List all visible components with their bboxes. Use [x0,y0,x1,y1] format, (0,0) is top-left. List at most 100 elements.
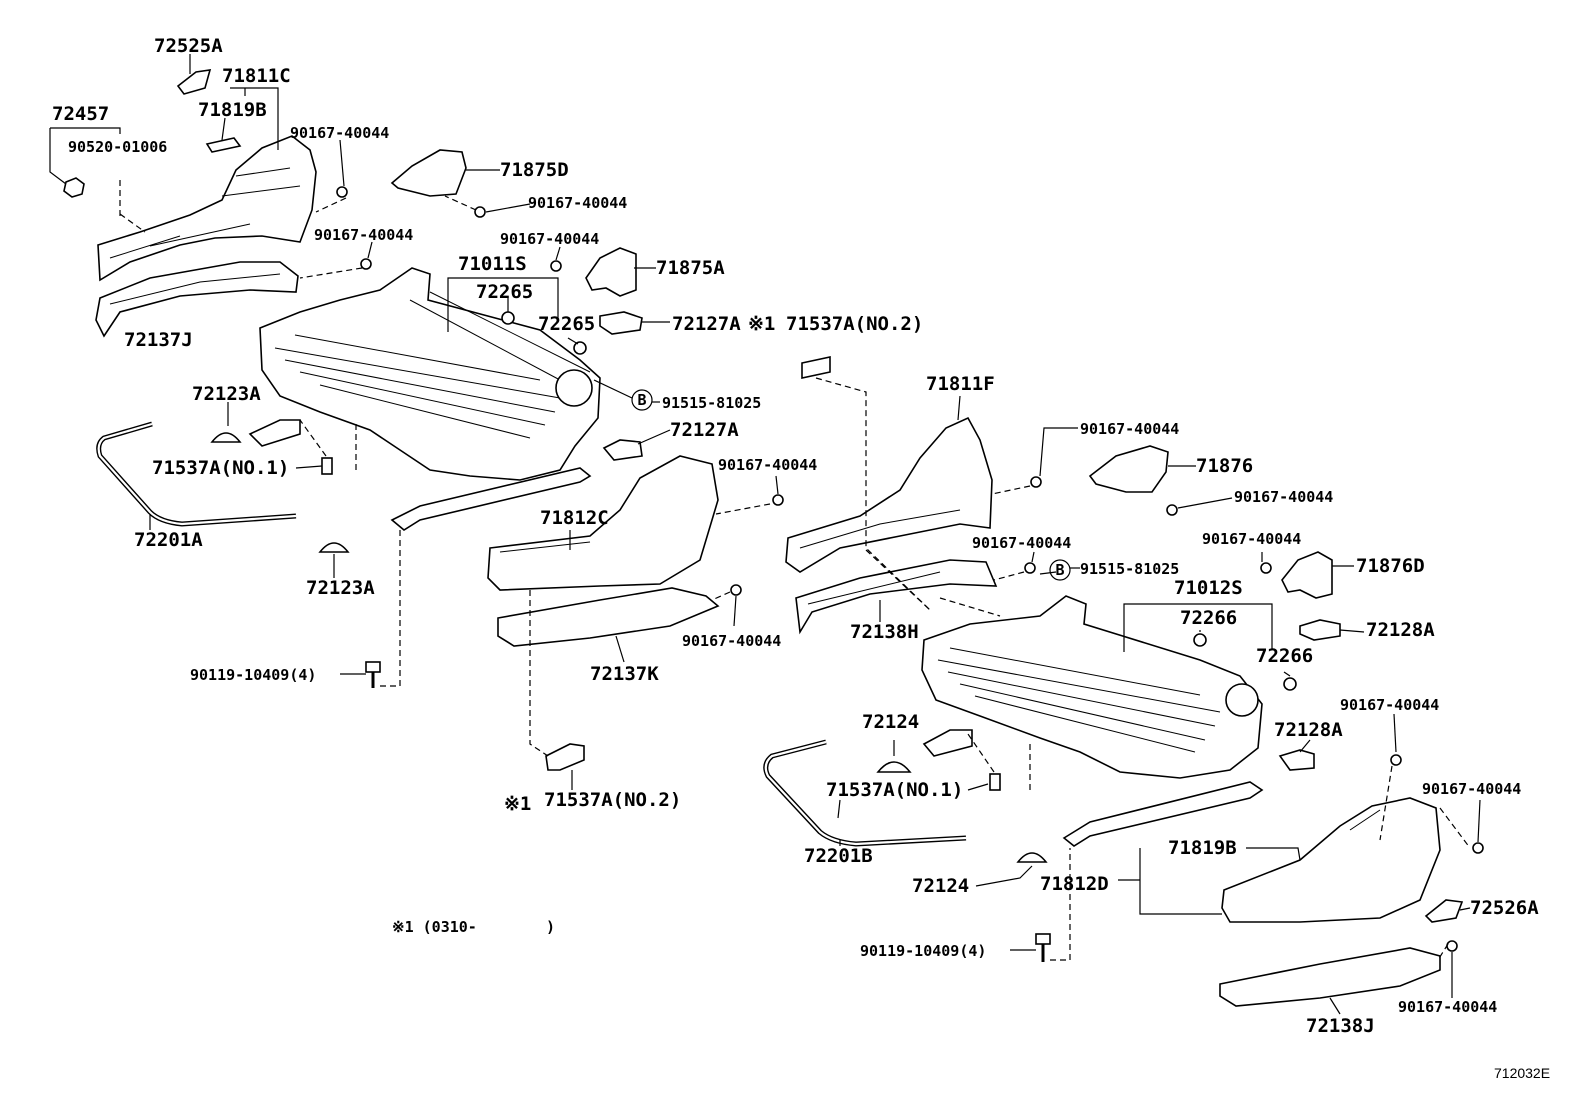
label-71819b-left: 71819B [198,99,267,121]
part-72127a-clip-top [599,311,643,335]
label-90167-e: 90167-40044 [718,456,817,474]
recliner-knob-left [555,369,593,407]
part-71812d-armrest [1221,797,1441,923]
label-90167-f: 90167-40044 [1080,420,1179,438]
label-90167-b: 90167-40044 [528,194,627,212]
label-90167-d: 90167-40044 [500,230,599,248]
label-71876d: 71876D [1356,555,1425,577]
part-72124-cap-lower [1016,852,1048,863]
label-71537a-no1-left: 71537A(NO.1) [152,457,289,479]
part-71812c-armrest [487,455,719,591]
seat-frame-right [921,595,1263,779]
footnote-mark-lower: ※1 [504,793,531,815]
label-71819b-right: 71819B [1168,837,1237,859]
label-72124-upper: 72124 [862,711,919,733]
part-72138h-cover [795,559,998,635]
part-72128a-clip-lower [1278,749,1315,771]
label-71875d: 71875D [500,159,569,181]
part-72124-cap-upper [876,761,912,773]
label-90167-h: 90167-40044 [972,534,1071,552]
label-72123a-upper: 72123A [192,383,261,405]
part-72457-nut [63,177,85,198]
label-90167-m: 90167-40044 [1398,998,1497,1016]
label-72137k: 72137K [590,663,659,685]
label-71812c: 71812C [540,507,609,529]
label-72138h: 72138H [850,621,919,643]
label-90167-k: 90167-40044 [1340,696,1439,714]
svg-text:B: B [1055,561,1064,579]
label-72127a-top: 72127A [672,313,741,335]
label-72266-a: 72266 [1180,607,1237,629]
label-90167-a: 90167-40044 [290,124,389,142]
seat-rail-left [390,467,592,531]
bolt-90119-left [365,661,381,688]
recliner-knob-right [1225,683,1259,717]
screw-markers [336,186,1484,952]
part-72526a-clip [1424,899,1464,923]
part-72137k-cover [497,587,720,647]
svg-text:B: B [637,391,646,409]
diagram-ref-code: 712032E [1494,1065,1550,1081]
label-71812d: 71812D [1040,873,1109,895]
label-90167-l: 90167-40044 [1422,780,1521,798]
part-71537a-no1-pad-left [321,457,333,475]
part-71875a-cover [585,247,637,297]
part-71811f-shield [785,416,993,573]
leader-lines [49,54,1481,1015]
label-72127a: 72127A [670,419,739,441]
label-71811f: 71811F [926,373,995,395]
footnote-close: ) [546,918,555,936]
label-72138j: 72138J [1306,1015,1375,1037]
label-90520-01006: 90520-01006 [68,138,167,156]
reference-marker-b-right: B [1049,559,1071,581]
part-labels: 72525A 71811C 72457 71819B 90520-01006 9… [52,35,1550,1081]
label-91515-a: 91515-81025 [662,394,761,412]
label-72201b: 72201B [804,845,873,867]
label-90119-right: 90119-10409(4) [860,942,986,960]
label-72457: 72457 [52,103,109,125]
label-90167-j: 90167-40044 [682,632,781,650]
label-91515-b: 91515-81025 [1080,560,1179,578]
part-71876-cover [1088,445,1169,493]
label-71537a-no2-top: 71537A(NO.2) [786,313,923,335]
seat-rail-left-rear [248,419,301,447]
part-71811c-shield [97,135,317,282]
part-72127a-clip [602,439,643,461]
label-72128a-upper: 72128A [1366,619,1435,641]
part-72123a-cap-lower [318,542,350,553]
label-71537a-no2-lower: 71537A(NO.2) [544,789,681,811]
part-71537a-no1-pad-right [989,773,1001,791]
label-72266-b: 72266 [1256,645,1313,667]
seat-rail-right [1062,781,1264,847]
label-71875a: 71875A [656,257,725,279]
label-72265-b: 72265 [538,313,595,335]
label-71011s: 71011S [458,253,527,275]
bolt-90119-right [1035,933,1051,962]
label-90167-i: 90167-40044 [1202,530,1301,548]
part-71876d-cover [1281,551,1333,599]
label-72124-lower: 72124 [912,875,969,897]
part-72137j-cover [95,261,299,338]
seat-frame-left [259,267,601,481]
part-71819b-pad [205,137,242,153]
label-72265-a: 72265 [476,281,533,303]
label-71811c: 71811C [222,65,291,87]
label-90167-g: 90167-40044 [1234,488,1333,506]
label-72123a-lower: 72123A [306,577,375,599]
label-72137j: 72137J [124,329,193,351]
label-90167-c: 90167-40044 [314,226,413,244]
part-72128a-clip-upper [1299,619,1341,641]
reference-marker-b-left: B [631,389,653,411]
label-90119-left: 90119-10409(4) [190,666,316,684]
label-72128a-lower: 72128A [1274,719,1343,741]
part-72123a-cap-upper [210,432,242,443]
seat-rail-right-rear [922,729,973,757]
part-72525a-clip [176,69,212,95]
label-71537a-no1-right: 71537A(NO.1) [826,779,963,801]
label-71876: 71876 [1196,455,1253,477]
footnote-mark-top: ※1 [748,313,775,335]
part-72138j-cover [1219,947,1441,1007]
label-72525a: 72525A [154,35,223,57]
label-72201a: 72201A [134,529,203,551]
